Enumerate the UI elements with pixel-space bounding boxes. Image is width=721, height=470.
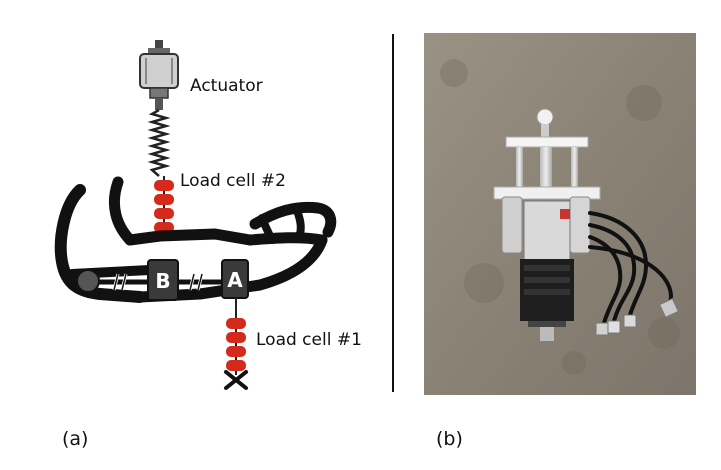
block-b: B <box>147 259 179 301</box>
actuator-icon <box>139 40 179 110</box>
block-a-label: A <box>227 268 243 292</box>
load-cell-1-icon <box>226 298 246 375</box>
block-b-label: B <box>155 269 170 293</box>
panel-b-caption: (b) <box>436 428 463 450</box>
load-cell-2-icon <box>154 176 174 238</box>
spring <box>147 108 171 177</box>
panel-b-photo <box>424 33 696 395</box>
joint-rod <box>76 269 240 293</box>
block-a: A <box>221 259 249 299</box>
limb-outline <box>54 176 337 303</box>
load-cell-1-label: Load cell #1 <box>256 330 362 350</box>
panel-a-caption: (a) <box>62 428 89 450</box>
ground-anchor-icon <box>224 370 248 390</box>
load-cell-2-label: Load cell #2 <box>180 171 286 191</box>
actuator-label: Actuator <box>190 76 263 96</box>
